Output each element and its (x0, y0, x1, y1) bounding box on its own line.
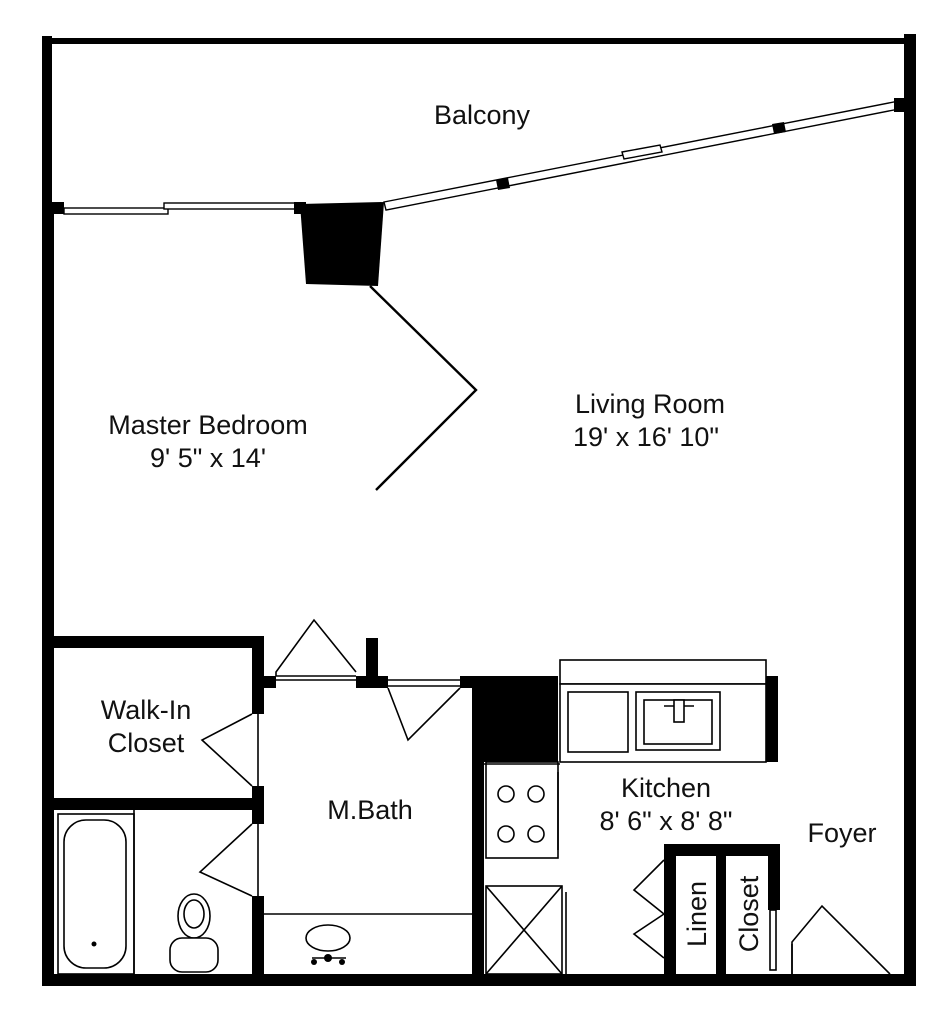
living-room-size: 19' x 16' 10" (573, 422, 719, 452)
toilet (169, 893, 219, 973)
walk-in-closet-label-line1: Walk-In (101, 695, 192, 725)
kitchen-faucet (664, 699, 694, 723)
kitchen-label: Kitchen (621, 773, 711, 803)
structural-column (300, 202, 384, 286)
linen-door (632, 859, 665, 959)
balcony-label: Balcony (434, 100, 531, 130)
entry-door (791, 904, 891, 975)
refrigerator (485, 885, 567, 975)
bedroom-window (63, 202, 306, 215)
foyer-label: Foyer (807, 818, 876, 848)
master-bedroom-size: 9' 5" x 14' (150, 443, 266, 473)
interior-walls (42, 636, 780, 986)
bathtub (57, 813, 135, 975)
closet-door-track (769, 909, 777, 971)
kitchen-size: 8' 6" x 8' 8" (599, 806, 732, 836)
angled-partition (369, 285, 478, 491)
master-bath-label: M.Bath (327, 795, 413, 825)
balcony-outline (42, 34, 916, 208)
master-bedroom-label: Master Bedroom (108, 410, 308, 440)
living-room-window (383, 98, 908, 211)
kitchen-counter (559, 659, 767, 763)
bath-door (387, 679, 461, 742)
stove (485, 761, 559, 859)
linen-label: Linen (682, 881, 712, 947)
vanity-sink (264, 913, 472, 965)
living-room-label: Living Room (575, 389, 725, 419)
closet-door (200, 713, 259, 787)
walk-in-closet-label-line2: Closet (108, 728, 185, 758)
bedroom-door (275, 618, 357, 681)
closet-label: Closet (734, 875, 764, 952)
toilet-room-door (198, 823, 259, 897)
